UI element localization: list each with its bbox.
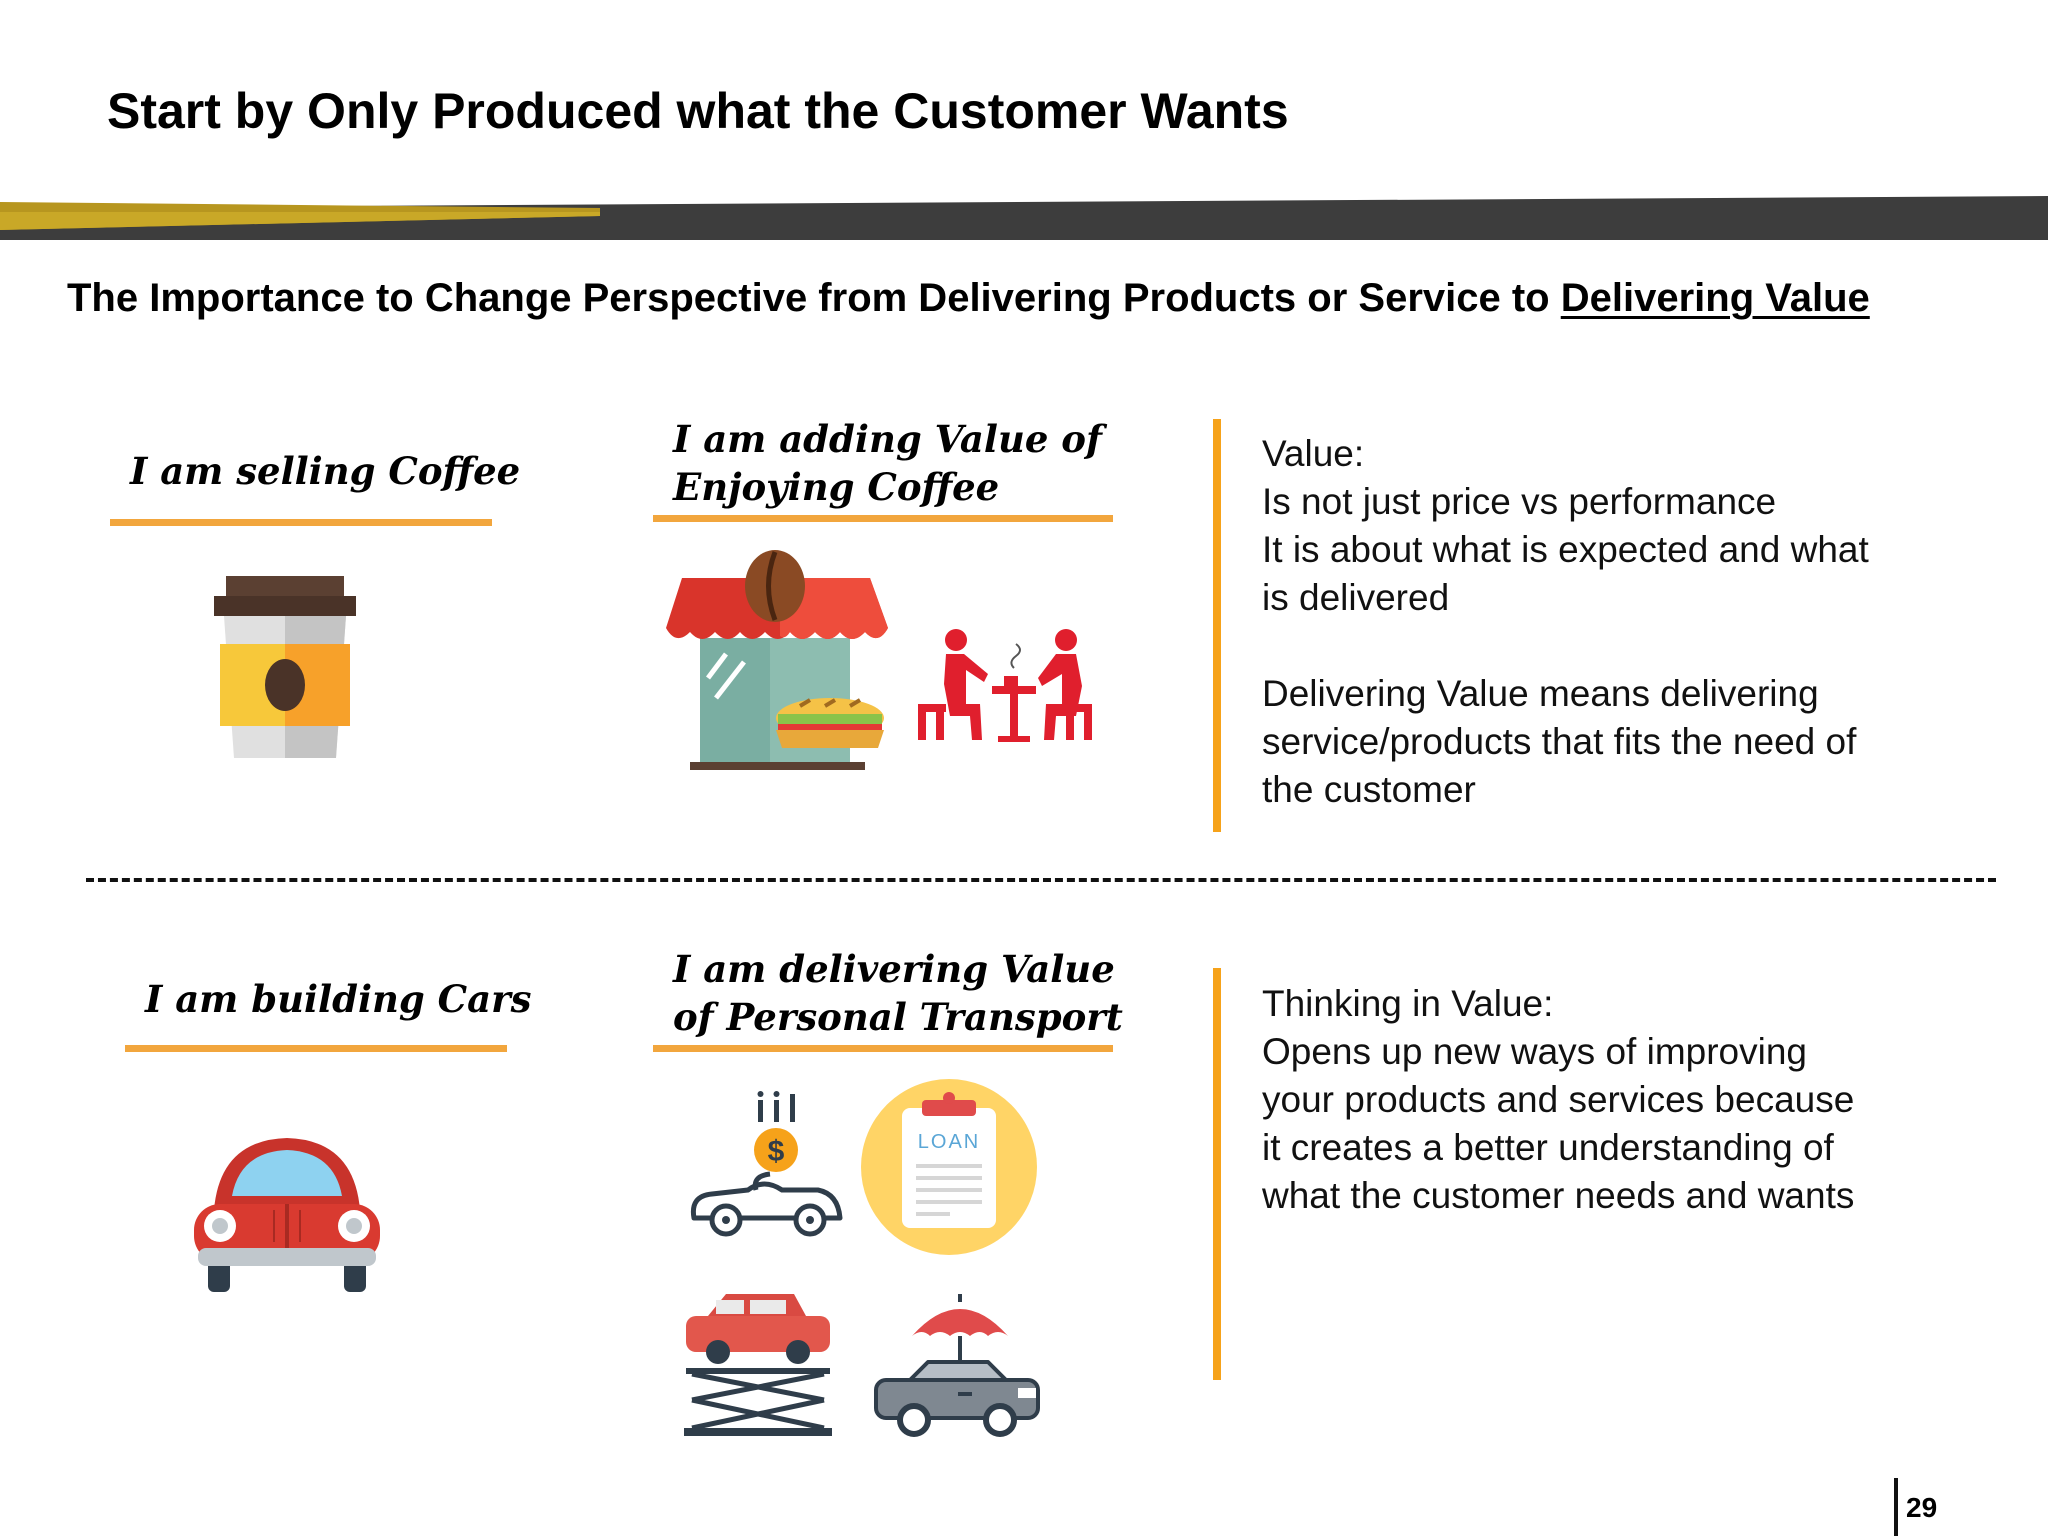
dollar-sign-glyph: $ <box>768 1135 785 1168</box>
building-cars-caption: I am building Cars <box>145 977 532 1021</box>
building-cars-underline <box>125 1045 507 1052</box>
delivering-value-caption-line2: of Personal Transport <box>673 995 1123 1039</box>
thinking-in-value-text: Thinking in Value: Opens up new ways of … <box>1262 980 2002 1220</box>
red-car-icon <box>194 1138 380 1292</box>
adding-value-caption-line2: Enjoying Coffee <box>673 465 1000 509</box>
adding-value-caption-line1: I am adding Value of <box>673 417 1102 461</box>
header-banner-stripe <box>0 196 2048 240</box>
loan-clipboard-icon: LOAN <box>861 1079 1037 1255</box>
coffee-shop-icon <box>666 550 888 770</box>
car-finance-icon: $ <box>690 1091 843 1237</box>
coffee-row-accent-bar <box>1213 419 1221 832</box>
page-number-bar <box>1894 1478 1898 1536</box>
car-lift-icon <box>684 1294 832 1436</box>
value-line: It is about what is expected and what <box>1262 529 1869 570</box>
value-line: Value: <box>1262 433 1365 474</box>
people-at-table-icon <box>918 629 1092 742</box>
thinking-line: Thinking in Value: <box>1262 983 1554 1024</box>
thinking-line: Opens up new ways of improving <box>1262 1031 1807 1072</box>
selling-coffee-caption: I am selling Coffee <box>130 449 521 493</box>
slide-subtitle: The Importance to Change Perspective fro… <box>67 276 1870 321</box>
thinking-line: your products and services because <box>1262 1079 1855 1120</box>
page-number: 29 <box>1906 1492 1938 1523</box>
value-line: Is not just price vs performance <box>1262 481 1777 522</box>
subtitle-text: The Importance to Change Perspective fro… <box>67 276 1561 320</box>
delivering-value-line: the customer <box>1262 769 1476 810</box>
car-row-accent-bar <box>1213 968 1221 1380</box>
car-insurance-icon <box>874 1294 1040 1437</box>
delivering-value-line: Delivering Value means delivering <box>1262 673 1819 714</box>
delivering-value-underline <box>653 1045 1113 1052</box>
delivering-value-caption-line1: I am delivering Value <box>673 947 1115 991</box>
coffee-cup-icon <box>214 576 356 758</box>
selling-coffee-underline <box>110 519 492 526</box>
slide-title: Start by Only Produced what the Customer… <box>107 83 1289 139</box>
thinking-line: it creates a better understanding of <box>1262 1127 1834 1168</box>
thinking-line: what the customer needs and wants <box>1262 1175 1855 1216</box>
value-line: is delivered <box>1262 577 1450 618</box>
delivering-value-line: service/products that fits the need of <box>1262 721 1857 762</box>
value-explanation-text: Value: Is not just price vs performance … <box>1262 430 2002 814</box>
loan-label: LOAN <box>918 1131 980 1153</box>
adding-value-underline <box>653 515 1113 522</box>
subtitle-emphasis: Delivering Value <box>1560 276 1870 320</box>
section-divider <box>86 878 1996 882</box>
